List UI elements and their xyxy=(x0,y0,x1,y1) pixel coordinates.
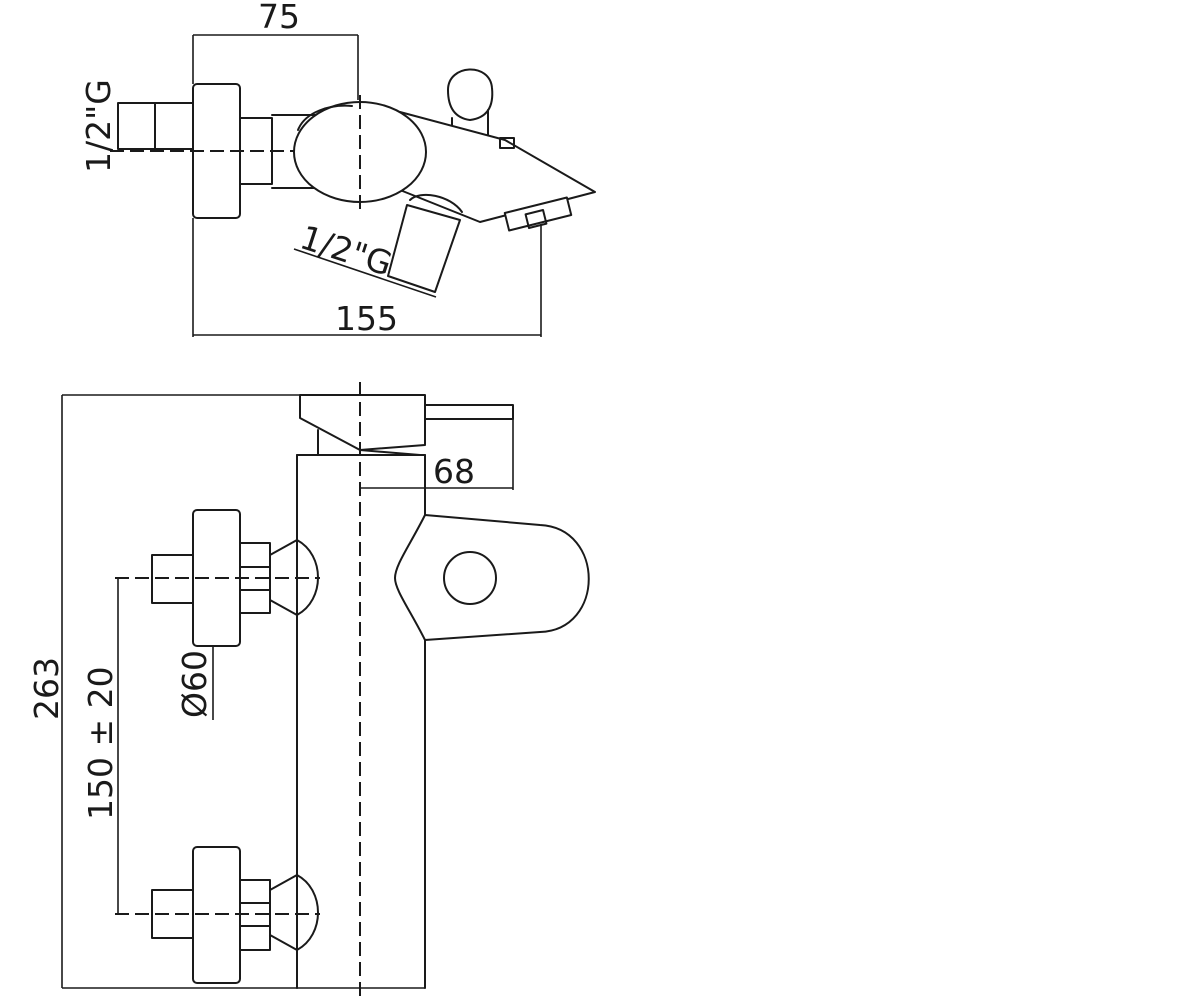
dimension-155-label: 155 xyxy=(335,299,398,338)
spout-neck xyxy=(317,429,421,456)
upper-inlet xyxy=(115,509,320,647)
spout-front xyxy=(299,394,426,451)
dimension-75-label: 75 xyxy=(258,0,300,36)
outlet-thread-label: 1/2"G xyxy=(296,218,397,284)
mixer-body-outline xyxy=(297,104,353,131)
top-view: 75 1/2"G xyxy=(79,0,596,338)
lower-inlet xyxy=(115,846,320,984)
spout-tab xyxy=(499,137,515,149)
aerator xyxy=(503,196,573,232)
dimension-263-label: 263 xyxy=(27,657,66,720)
inlet-thread-label: 1/2"G xyxy=(79,79,118,173)
diameter-label: Ø60 xyxy=(175,650,214,718)
inlet-stub xyxy=(117,102,156,150)
lever-cap xyxy=(447,68,494,121)
spout-pipe xyxy=(424,404,514,420)
front-view: 263 68 xyxy=(27,382,590,998)
dimension-263 xyxy=(61,394,425,989)
dimension-150-label: 150 ± 20 xyxy=(81,666,120,820)
outlet-dim-line xyxy=(293,248,437,298)
dimension-68-label: 68 xyxy=(433,452,475,491)
dimension-68 xyxy=(360,405,514,490)
inlet-stub-collar xyxy=(154,102,196,150)
lever-knob xyxy=(443,551,497,605)
dimension-75 xyxy=(192,34,359,100)
dimension-155 xyxy=(192,218,542,337)
outlet-pipe xyxy=(387,193,463,293)
